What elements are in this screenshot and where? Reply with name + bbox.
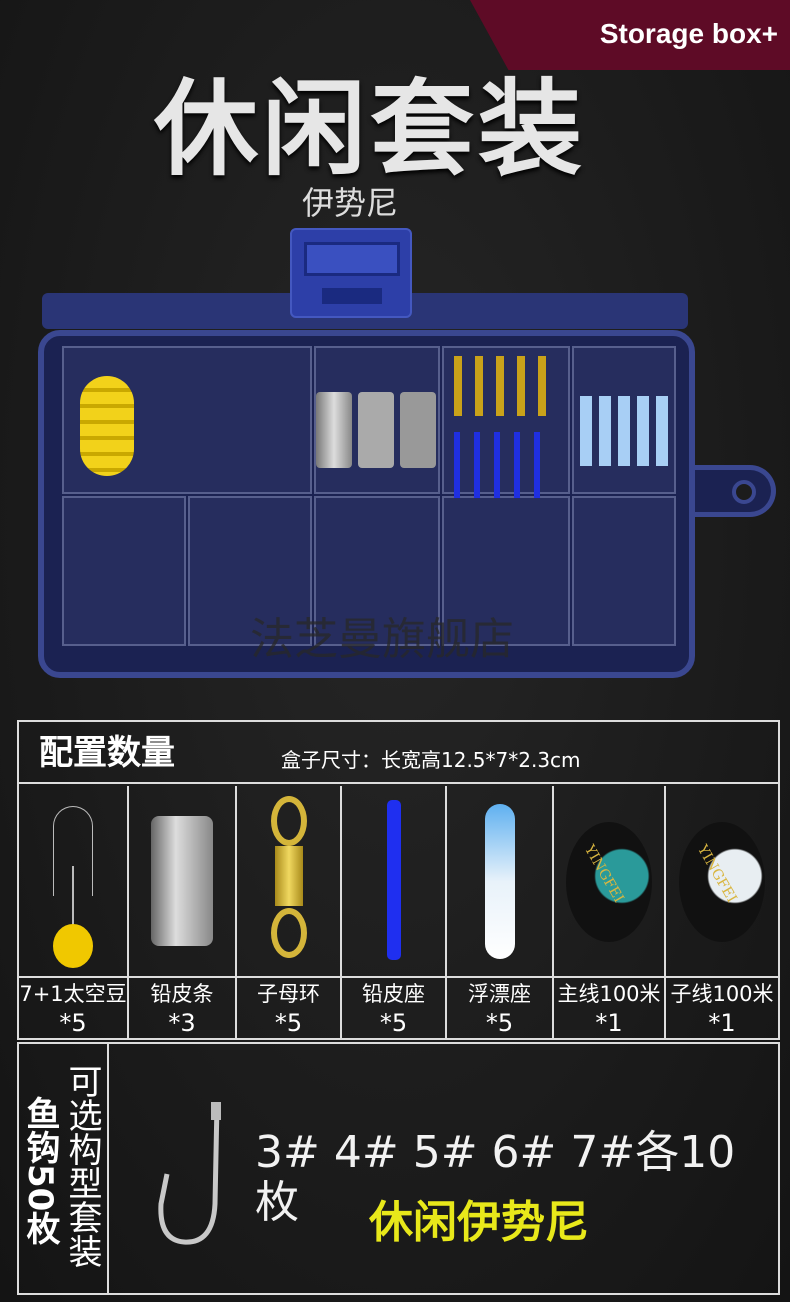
item-label: 子线100米: [670, 982, 774, 1006]
hook-sizes: 3# 4# 5# 6# 7#各10枚: [255, 1127, 736, 1228]
leader-line-spool-icon: YINGFEI: [679, 822, 765, 942]
banner-label: Storage box+: [599, 18, 778, 49]
item-cell: 浮漂座 *5: [447, 786, 554, 1040]
box-body: [38, 330, 695, 678]
item-label: 铅皮座: [362, 982, 425, 1006]
store-watermark: 法芝曼旗舰店: [250, 614, 514, 665]
box-handle: [690, 465, 776, 517]
item-cell: 铅皮条 *3: [129, 786, 237, 1040]
swivel-icon: [267, 796, 311, 961]
item-label: 主线100米: [557, 982, 661, 1006]
item-label: 铅皮条: [150, 982, 214, 1006]
box-latch: [290, 228, 412, 318]
item-qty: *5: [379, 1009, 408, 1037]
page-subtitle: 伊势尼: [301, 184, 398, 222]
item-cell: 铅皮座 *5: [342, 786, 447, 1040]
item-cell: YINGFEI 子线100米 *1: [666, 786, 778, 1040]
hook-label-column: 鱼钩50枚 可选构型套装: [19, 1044, 109, 1293]
float-seat-icon: [484, 804, 515, 959]
item-label: 浮漂座: [468, 982, 531, 1006]
item-label: 7+1太空豆: [19, 982, 127, 1006]
item-qty: *5: [59, 1009, 87, 1037]
item-label: 子母环: [257, 982, 320, 1006]
config-header: 配置数量 盒子尺寸：长宽高12.5*7*2.3cm: [19, 722, 778, 784]
item-qty: *3: [168, 1009, 196, 1037]
space-bean-stopper-icon: [43, 806, 103, 968]
lead-sheet-roll-icon: [151, 816, 213, 946]
item-qty: *1: [708, 1009, 736, 1037]
item-qty: *1: [595, 1009, 623, 1037]
lead-seat-icon: [386, 800, 401, 960]
item-qty: *5: [274, 1009, 303, 1037]
page-title: 休闲套装: [153, 68, 586, 190]
hook-section: 鱼钩50枚 可选构型套装 3# 4# 5# 6# 7#各10枚 休闲伊势尼: [17, 1042, 780, 1295]
hook-type: 休闲伊势尼: [369, 1197, 589, 1248]
storage-box-banner: Storage box+: [470, 0, 790, 70]
box-size: 盒子尺寸：长宽高12.5*7*2.3cm: [281, 748, 581, 772]
item-cell: 子母环 *5: [237, 786, 342, 1040]
hook-option-label: 可选构型套装: [62, 1064, 102, 1268]
config-table: 配置数量 盒子尺寸：长宽高12.5*7*2.3cm 7+1太空豆 *5 铅皮条 …: [17, 720, 780, 1040]
fish-hook-icon: [158, 1102, 221, 1245]
spool-brand: YINGFEI: [580, 842, 627, 906]
item-cell: 7+1太空豆 *5: [19, 786, 129, 1040]
main-line-spool-icon: YINGFEI: [566, 822, 652, 942]
config-heading: 配置数量: [39, 733, 175, 773]
spool-brand: YINGFEI: [693, 842, 740, 906]
item-cell: YINGFEI 主线100米 *1: [554, 786, 666, 1040]
hook-count-label: 鱼钩50枚: [20, 1096, 60, 1246]
item-qty: *5: [485, 1009, 514, 1037]
